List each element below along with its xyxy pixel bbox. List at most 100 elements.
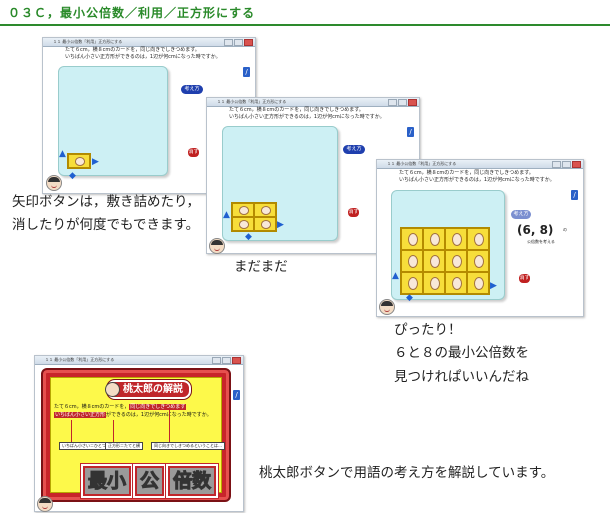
arrow-up-icon[interactable]: ▲ <box>392 271 399 281</box>
app-window-1: １１ 最小公倍数「利用」正方形にする たて６cm，横８cmのカードを，同じ向きで… <box>42 37 256 194</box>
card-tile <box>467 272 489 294</box>
card-tile <box>445 228 467 250</box>
maximize-button[interactable] <box>222 357 231 364</box>
maximize-button[interactable] <box>398 99 407 106</box>
kangaeru-button[interactable]: 考え方 <box>181 85 203 94</box>
caption-not-yet: まだまだ <box>234 259 288 275</box>
card-tile <box>68 154 90 168</box>
title-bar: １１ 最小公倍数「利用」正方形にする <box>43 38 255 47</box>
minimize-button[interactable] <box>552 161 561 168</box>
card-tile <box>401 228 423 250</box>
minimize-button[interactable] <box>212 357 221 364</box>
tiling-board: ▲ ▶ ◆ <box>391 190 505 303</box>
explanation-banner: 桃太郎の解説 <box>105 380 191 399</box>
question-line-2: いちばん小さい正方形ができるのは，1辺が何cmになった時ですか。 <box>229 114 385 120</box>
card-tile <box>254 217 276 231</box>
arrow-down-icon[interactable]: ◆ <box>406 293 413 303</box>
title-bar-wrap: １１ 最小公倍数「利用」正方形にする <box>35 356 243 365</box>
kesu-button[interactable]: 消す <box>348 208 359 217</box>
close-button[interactable] <box>244 39 253 46</box>
term-part-baisu: 倍数 <box>168 466 217 496</box>
momotaro-button[interactable] <box>379 299 395 315</box>
question-line-1: たて６cm，横８cmのカードを，同じ向きでしきつめます。 <box>229 107 364 113</box>
caption-lcm-2: 見つけれぱいいんだね <box>394 369 529 385</box>
close-button[interactable] <box>232 357 241 364</box>
momotaro-button[interactable] <box>209 238 225 254</box>
card-tile <box>423 272 445 294</box>
card-tile <box>423 228 445 250</box>
window-title: １１ 最小公倍数「利用」正方形にする <box>387 161 457 166</box>
question-line-2: いちばん小さい正方形ができるのは，1辺が何cmになった時ですか。 <box>399 177 555 183</box>
card-tile <box>401 250 423 272</box>
card-tile <box>254 203 276 217</box>
title-bar: １１ 最小公倍数「利用」正方形にする <box>377 160 583 169</box>
question-line-2: いちばん小さい正方形ができるのは，1辺が何cmになった時ですか。 <box>65 54 221 60</box>
caption-perfect: ぴったり！ <box>394 322 462 338</box>
card-tile <box>445 272 467 294</box>
maximize-button[interactable] <box>234 39 243 46</box>
close-button[interactable] <box>572 161 581 168</box>
maximize-button[interactable] <box>562 161 571 168</box>
close-button[interactable] <box>408 99 417 106</box>
arrow-right-icon[interactable]: ▶ <box>277 220 284 230</box>
explanation-line-2: いちばん小さい正方形ができるのは，1辺が何cmになった時ですか。 <box>54 412 212 419</box>
arrow-up-icon[interactable]: ▲ <box>223 210 230 220</box>
minimize-button[interactable] <box>388 99 397 106</box>
caption-lcm-1: ６と８の最小公倍数を <box>394 345 529 361</box>
arrow-up-icon[interactable]: ▲ <box>59 149 66 159</box>
explanation-line-1-text: たて６cm，横８cmのカードを， <box>54 404 130 410</box>
connector-line <box>169 410 170 448</box>
kesu-button[interactable]: 消す <box>188 148 199 157</box>
pair-suffix: の <box>563 227 567 232</box>
card-tiles <box>67 153 91 169</box>
explanation-line-1: たて６cm，横８cmのカードを，同じ向きでしきつめます <box>54 404 187 411</box>
pen-icon[interactable]: / <box>233 390 240 400</box>
card-tile <box>467 250 489 272</box>
momotaro-button[interactable] <box>37 496 53 512</box>
pair-caption: 公倍数を考える <box>527 239 555 244</box>
card-tile <box>401 272 423 294</box>
caption-arrow-buttons-2: 消したりが何度でもできます。 <box>12 217 200 233</box>
card-tile <box>467 228 489 250</box>
arrow-right-icon[interactable]: ▶ <box>92 157 99 167</box>
pen-icon[interactable]: / <box>407 127 414 137</box>
minimize-button[interactable] <box>224 39 233 46</box>
question-line-1: たて６cm，横８cmのカードを，同じ向きでしきつめます。 <box>65 47 200 53</box>
explanation-frame: 桃太郎の解説 たて６cm，横８cmのカードを，同じ向きでしきつめます いちばん小… <box>41 368 231 502</box>
card-tile <box>232 203 254 217</box>
term-part-ko: 公 <box>135 466 165 496</box>
arrow-down-icon[interactable]: ◆ <box>245 232 252 242</box>
pair-label: (6, 8) <box>517 223 554 237</box>
explanation-window: １１ 最小公倍数「利用」正方形にする 桃太郎の解説 たて６cm，横８cmのカード… <box>34 355 244 512</box>
card-tiles <box>231 202 277 232</box>
kesu-button[interactable]: 消す <box>519 274 530 283</box>
card-tile <box>423 250 445 272</box>
explanation-panel: 桃太郎の解説 たて６cm，横８cmのカードを，同じ向きでしきつめます いちばん小… <box>50 377 225 496</box>
pen-icon[interactable]: / <box>571 190 578 200</box>
window-title: １１ 最小公倍数「利用」正方形にする <box>53 39 123 44</box>
card-tile <box>445 250 467 272</box>
arrow-right-icon[interactable]: ▶ <box>490 281 497 291</box>
pen-icon[interactable]: / <box>243 67 250 77</box>
momotaro-button[interactable] <box>46 175 62 191</box>
window-title: １１ 最小公倍数「利用」正方形にする <box>45 357 115 362</box>
kangaeru-button[interactable]: 考え方 <box>343 145 365 154</box>
window-title: １１ 最小公倍数「利用」正方形にする <box>217 99 287 104</box>
kangaeru-button[interactable]: 考え方 <box>511 210 531 219</box>
arrow-down-icon[interactable]: ◆ <box>69 171 76 181</box>
tiling-board: ▲ ▶ ◆ <box>222 126 338 242</box>
app-window-3: １１ 最小公倍数「利用」正方形にする たて６cm，横８cmのカードを，同じ向きで… <box>376 159 584 317</box>
note-same-direction: 同じ向きでしきつめるということは… <box>151 442 225 450</box>
page-title: ０３Ｃ，最小公倍数／利用／正方形にする <box>8 6 256 20</box>
card-tile <box>232 217 254 231</box>
card-tiles <box>400 227 490 295</box>
highlight-same-direction: 同じ向きでしきつめます <box>129 404 187 410</box>
highlight-smallest-square: いちばん小さい正方形 <box>54 412 107 418</box>
connector-line <box>71 420 72 450</box>
explanation-line-2-text: ができるのは，1辺が何cmになった時ですか。 <box>106 412 212 418</box>
title-bar: １１ 最小公倍数「利用」正方形にする <box>35 356 243 365</box>
page-header: ０３Ｃ，最小公倍数／利用／正方形にする <box>0 0 610 26</box>
tiling-board: ▲ ▶ ◆ <box>58 66 168 181</box>
term-part-saisho: 最小 <box>83 466 132 496</box>
term-display: 最小 公 倍数 <box>83 466 217 496</box>
